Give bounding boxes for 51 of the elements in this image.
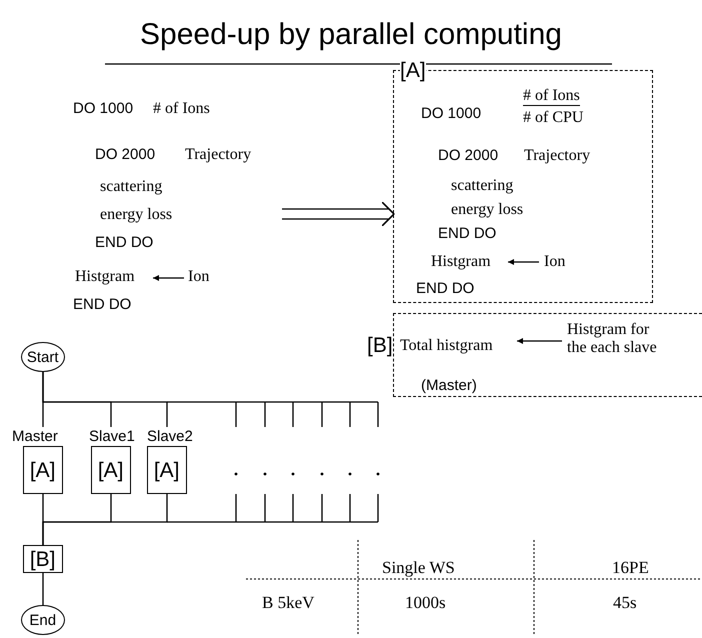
- connector-line: [42, 573, 44, 605]
- code-text: scattering: [100, 178, 162, 196]
- node-label: [A]: [152, 459, 181, 484]
- code-text: energy loss: [100, 206, 172, 224]
- code-text: END DO: [416, 280, 474, 298]
- code-text: Total histgram: [400, 337, 493, 356]
- arrow: [517, 338, 562, 344]
- code-text: DO 2000: [95, 146, 156, 164]
- code-text: Trajectory: [524, 147, 590, 166]
- arrow: [508, 259, 539, 265]
- code-text: Histgram: [75, 268, 135, 286]
- node-caption: Slave2: [147, 428, 193, 446]
- code-text: DO 1000: [73, 100, 134, 118]
- double-arrow: [281, 201, 395, 227]
- table-cell: 16PE: [612, 558, 649, 578]
- code-text: (Master): [421, 377, 477, 394]
- node-caption: Master: [12, 428, 58, 446]
- arrow: [153, 275, 184, 281]
- code-text: # of Ions: [153, 100, 210, 118]
- connector-line: [42, 494, 168, 545]
- table-cell: Single WS: [382, 558, 455, 578]
- section-label: [B]: [367, 334, 393, 358]
- code-text: END DO: [95, 234, 154, 252]
- end-terminal: [21, 605, 65, 635]
- code-text: END DO: [73, 296, 132, 314]
- node-label: [B]: [28, 548, 57, 572]
- table-cell: 45s: [613, 593, 637, 613]
- node-caption: Slave1: [89, 428, 135, 446]
- code-text: # of CPU: [523, 109, 584, 128]
- code-text: # of Ions: [523, 87, 580, 106]
- node-label: End: [28, 612, 58, 630]
- code-text: energy loss: [451, 201, 524, 220]
- node-label: Start: [26, 349, 60, 366]
- table-cell: 1000s: [405, 593, 446, 613]
- code-text: Ion: [544, 253, 566, 272]
- code-text: END DO: [438, 225, 496, 242]
- table-cell: B 5keV: [262, 593, 314, 613]
- code-text: Histgram: [431, 253, 491, 272]
- connector-line: [42, 372, 168, 427]
- title: Speed-up by parallel computing: [139, 18, 563, 52]
- code-text: Ion: [188, 268, 210, 286]
- process-box: [23, 545, 63, 573]
- code-text: Trajectory: [185, 146, 252, 164]
- code-text: scattering: [451, 177, 514, 196]
- code-text: DO 2000: [438, 147, 498, 164]
- node-label: [A]: [96, 459, 125, 484]
- section-label: [A]: [400, 59, 426, 84]
- start-terminal: [21, 342, 65, 372]
- code-text: Histgram for the each slave: [567, 321, 658, 358]
- node-label: [A]: [28, 459, 57, 484]
- code-text: DO 1000: [421, 105, 482, 122]
